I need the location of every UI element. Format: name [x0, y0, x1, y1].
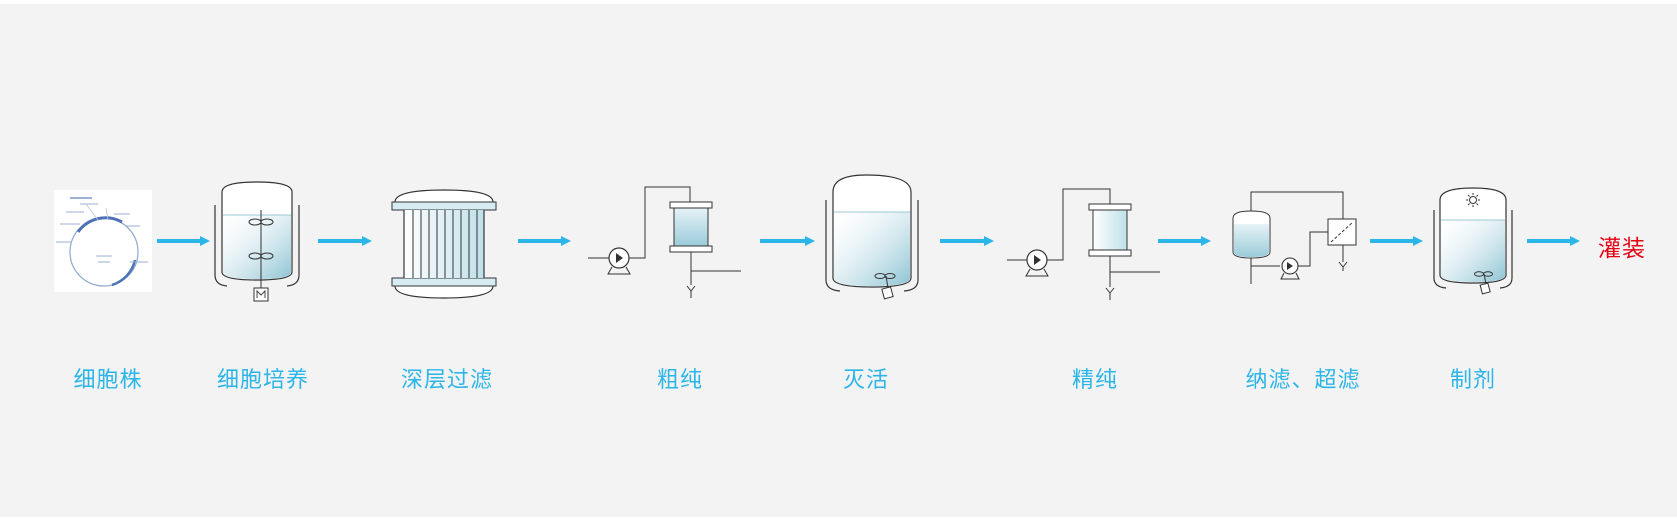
filtration-skid-icon	[1232, 191, 1357, 284]
chromatography-column-icon	[1007, 188, 1160, 300]
chromatography-column-icon	[588, 186, 741, 298]
step-label-capture: 粗纯	[656, 368, 704, 393]
bioreactor-icon	[214, 181, 300, 302]
plasmid-map-icon	[54, 190, 152, 292]
formulation-tank-icon	[1433, 187, 1513, 295]
final-step-label-filling: 灌装	[1598, 236, 1646, 262]
depth-filter-icon	[391, 189, 497, 299]
step-label-cell-culture: 细胞培养	[216, 368, 310, 393]
step-label-depth-filtration: 深层过滤	[400, 368, 494, 393]
step-label-inactivation: 灭活	[842, 368, 890, 393]
step-label-nano-ultra-filtration: 纳滤、超滤	[1245, 368, 1361, 393]
inactivation-tank-icon	[825, 174, 919, 300]
step-label-cell-line: 细胞株	[73, 368, 143, 393]
step-label-formulation: 制剂	[1449, 368, 1497, 393]
step-label-polishing: 精纯	[1071, 368, 1119, 393]
